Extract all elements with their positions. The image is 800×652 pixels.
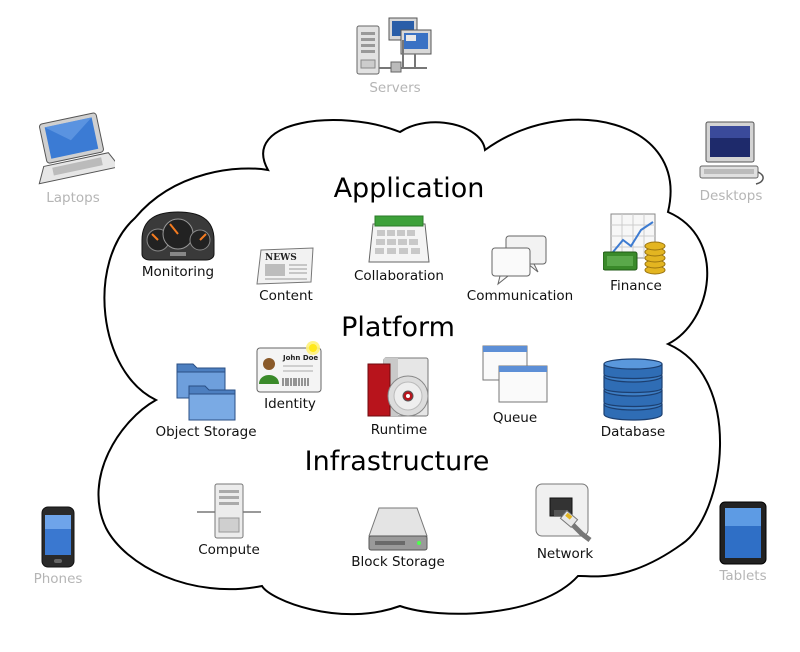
tier-platform: Platform [341, 312, 455, 343]
collaboration-label: Collaboration [354, 268, 444, 284]
finance-chart-money-icon [603, 213, 666, 275]
compute-label: Compute [198, 542, 260, 558]
compute-server-icon [197, 483, 261, 539]
device-phones: Phones [18, 505, 98, 587]
object-storage-label: Object Storage [155, 424, 257, 440]
queue-windows-icon [482, 345, 548, 403]
monitoring-label: Monitoring [141, 264, 215, 280]
newspaper-icon: NEWS [256, 247, 314, 285]
phone-icon [41, 506, 75, 568]
app-content: NEWS Content [236, 246, 336, 304]
device-servers: Servers [340, 16, 450, 96]
infra-block-storage: Block Storage [343, 506, 453, 570]
chat-bubbles-icon [491, 235, 547, 286]
identity-label: Identity [264, 396, 316, 412]
runtime-label: Runtime [370, 422, 428, 438]
runtime-disc-icon [367, 357, 429, 417]
queue-label: Queue [492, 410, 538, 426]
app-monitoring: Monitoring [128, 210, 228, 280]
laptop-icon [38, 112, 115, 185]
laptops-label: Laptops [46, 190, 100, 206]
calendar-icon [368, 215, 430, 263]
platform-identity: John Doe Identity [240, 338, 340, 412]
database-label: Database [600, 424, 666, 440]
network-label: Network [536, 546, 594, 562]
tier-infrastructure: Infrastructure [304, 446, 490, 477]
tablet-icon [719, 501, 767, 565]
servers-icon [356, 17, 432, 75]
id-card-name: John Doe [282, 354, 318, 362]
phones-label: Phones [33, 571, 83, 587]
folders-icon [176, 363, 236, 421]
app-communication: Communication [460, 234, 580, 304]
desktops-label: Desktops [699, 188, 763, 204]
database-icon [603, 358, 663, 421]
platform-object-storage: Object Storage [146, 358, 266, 440]
servers-label: Servers [369, 80, 421, 96]
id-card-icon: John Doe [256, 341, 322, 393]
platform-database: Database [583, 358, 683, 440]
app-collaboration: Collaboration [344, 212, 454, 284]
desktop-icon [699, 121, 764, 185]
network-port-icon [535, 483, 592, 542]
block-storage-label: Block Storage [351, 554, 445, 570]
platform-queue: Queue [465, 344, 565, 426]
device-tablets: Tablets [703, 500, 783, 584]
device-laptops: Laptops [18, 110, 128, 206]
infra-compute: Compute [179, 482, 279, 558]
finance-label: Finance [610, 278, 662, 294]
infra-network: Network [515, 482, 615, 562]
content-label: Content [259, 288, 313, 304]
hard-drive-icon [368, 507, 428, 551]
newspaper-masthead: NEWS [265, 253, 297, 263]
app-finance: Finance [586, 212, 686, 294]
device-desktops: Desktops [676, 120, 786, 204]
tier-application: Application [333, 173, 485, 204]
platform-runtime: Runtime [349, 356, 449, 438]
monitoring-gauge-icon [141, 211, 215, 261]
tablets-label: Tablets [719, 568, 767, 584]
communication-label: Communication [466, 288, 574, 304]
